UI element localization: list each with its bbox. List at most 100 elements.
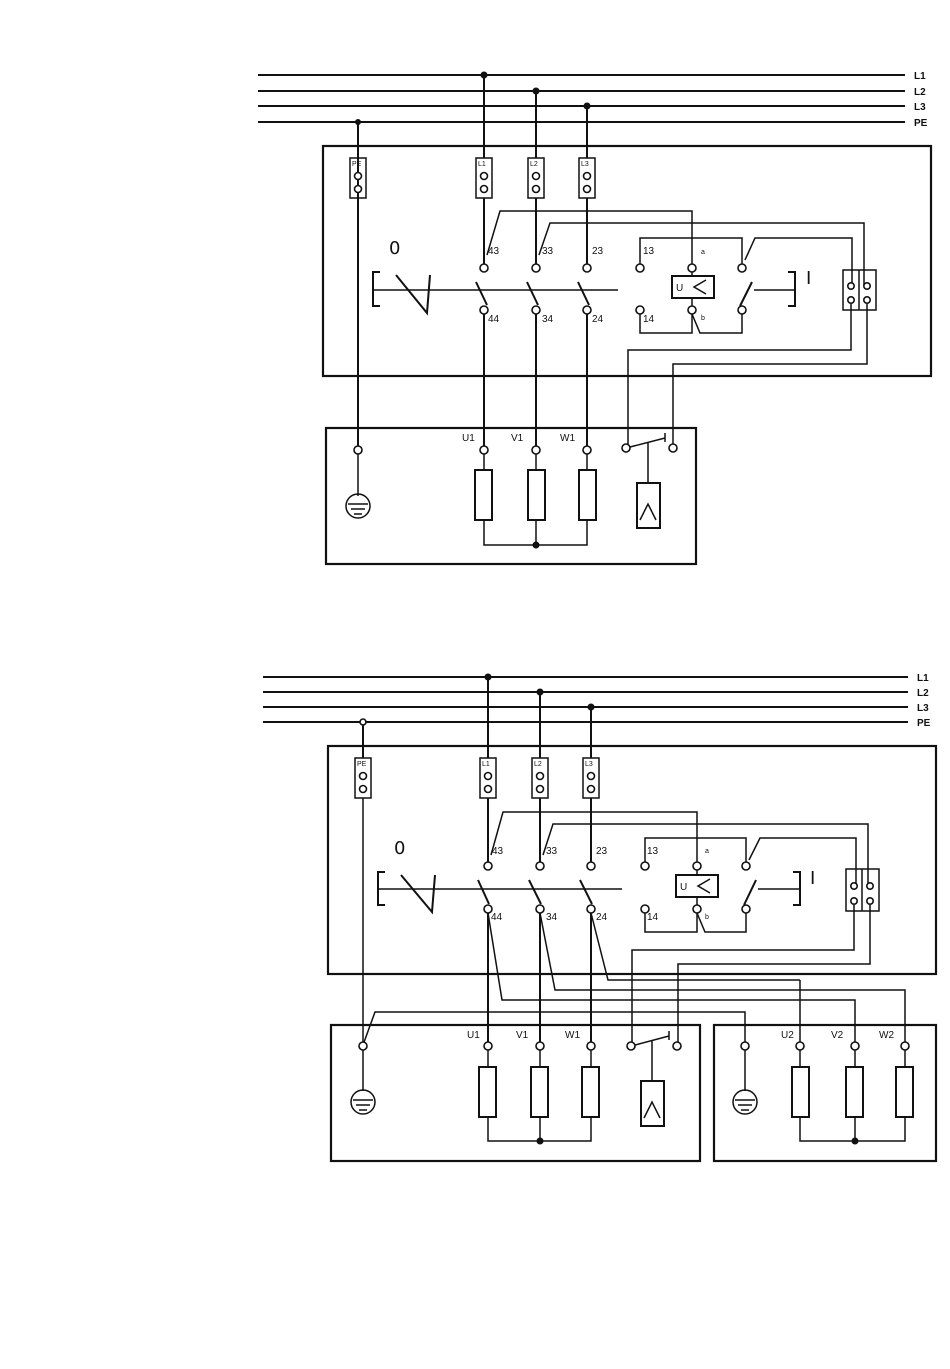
coil-label: U [676,283,683,294]
diagram-2: L1 L2 L3 PE PE L1 L2 [263,673,936,1161]
terminal-w1 [583,446,591,454]
contact-terminal [587,862,595,870]
winding-w [582,1067,599,1117]
aux-terminal-block [843,270,876,310]
terminal [533,173,540,180]
contact-terminal [636,306,644,314]
off-label: 0 [394,838,405,859]
bus-label-l1: L1 [914,71,926,82]
terminal [867,898,873,904]
contact-terminal [636,264,644,272]
contact-terminal [536,862,544,870]
star-point [533,542,540,549]
terminal-label: W1 [565,1030,580,1041]
terminal-v1 [536,1042,544,1050]
contact-terminal [583,306,591,314]
terminal [673,1042,681,1050]
terminal-u2 [796,1042,804,1050]
terminal [622,444,630,452]
terminal-label: U1 [467,1030,480,1041]
terminal-pe [359,1042,367,1050]
bus-lines: L1 L2 L3 PE [263,673,931,729]
contact-blade [580,880,592,904]
contact-label: 33 [546,846,558,857]
on-actuator: I [738,264,811,314]
terminal-blocks: PE L1 L2 L3 [355,758,599,798]
motor-1-terminals: U1 V1 W1 [359,1030,595,1050]
terminal-w2 [901,1042,909,1050]
winding-u2 [792,1067,809,1117]
winding-u [479,1067,496,1117]
terminal [588,773,595,780]
contact-blade [529,880,541,904]
terminal [537,773,544,780]
contact-terminal [480,264,488,272]
thermal-sensor-symbol [640,504,656,520]
winding-v [531,1067,548,1117]
contact-label: 43 [488,246,500,257]
contact-label: 13 [647,846,659,857]
control-wire-i [745,238,852,285]
winding-w2 [896,1067,913,1117]
contact-blade [744,880,756,905]
contact-blade [740,282,752,306]
motor-2-windings [792,1050,913,1145]
wire-24 [591,913,800,980]
terminal-label: V2 [831,1030,844,1041]
coil-terminal-a [688,264,696,272]
coil-terminal-b [693,905,701,913]
terminal-u1 [480,446,488,454]
coil-symbol [698,879,710,893]
terminal [481,186,488,193]
thermal-protector [622,433,677,528]
bus-label-pe: PE [914,118,928,129]
coil-label-b: b [705,914,709,921]
terminal-label: U2 [781,1030,794,1041]
coil-terminal-b [688,306,696,314]
terminal [485,773,492,780]
contact-terminal [532,264,540,272]
terminal [588,786,595,793]
bus-label-l2: L2 [917,688,929,699]
motor-windings [475,454,596,549]
diagram-1: L1 L2 L3 PE PE L1 L2 [258,71,931,564]
aux-terminal-block [846,869,879,911]
contact-label: 44 [488,314,500,325]
motor-1-windings [479,1050,599,1145]
contact-terminal [742,862,750,870]
contact-blade [478,880,489,904]
terminal [533,186,540,193]
terminal [584,186,591,193]
terminal [848,297,854,303]
main-switch-contacts: 43 33 23 13 44 34 24 14 [476,246,655,325]
terminal-label-l3: L3 [581,161,589,168]
star-point [537,1138,544,1145]
contact-blade [578,282,589,305]
winding-w [579,470,596,520]
terminal-w1 [587,1042,595,1050]
contact-terminal [738,306,746,314]
terminal [851,898,857,904]
on-bracket [788,272,795,306]
terminal-label: W2 [879,1030,894,1041]
main-switch-contacts: 43 33 23 13 44 34 24 14 [478,846,659,923]
terminal-u1 [484,1042,492,1050]
terminal [537,786,544,793]
terminal [355,173,362,180]
terminal-v2 [851,1042,859,1050]
coil-label-b: b [701,315,705,322]
contact-label: 14 [647,912,659,923]
motor-terminals: U1 V1 W1 [354,433,591,454]
coil-label-a: a [705,848,709,855]
contact-label: 44 [491,912,503,923]
bus-lines: L1 L2 L3 PE [258,71,928,129]
terminal-label-pe: PE [352,161,362,168]
terminal [355,186,362,193]
terminal-label-l3: L3 [585,761,593,768]
terminal [584,173,591,180]
terminal [867,883,873,889]
thermal-protector [627,1031,681,1126]
switch-enclosure [328,746,936,974]
contact-label: 34 [546,912,558,923]
bus-label-l3: L3 [914,102,926,113]
